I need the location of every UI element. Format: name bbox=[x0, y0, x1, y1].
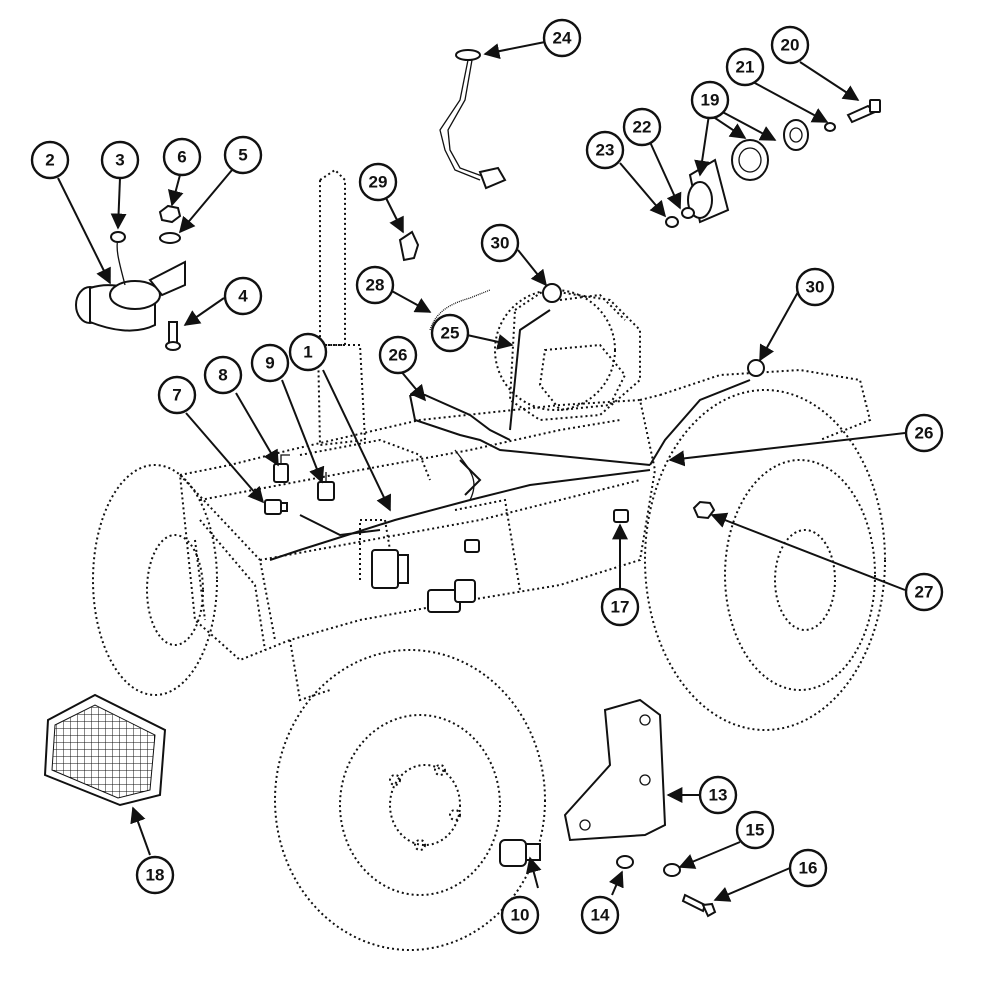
callout-30-right: 30 bbox=[795, 267, 835, 307]
work-lamp bbox=[43, 693, 167, 807]
callout-4: 4 bbox=[223, 276, 263, 316]
relay-block bbox=[371, 549, 409, 589]
callout-24: 24 bbox=[542, 18, 582, 58]
callout-14: 14 bbox=[580, 895, 620, 935]
nut-27 bbox=[692, 500, 716, 520]
svg-text:6: 6 bbox=[177, 148, 186, 167]
svg-text:13: 13 bbox=[709, 786, 728, 805]
svg-text:9: 9 bbox=[265, 354, 274, 373]
svg-text:26: 26 bbox=[915, 424, 934, 443]
callout-29: 29 bbox=[358, 162, 398, 202]
callout-10: 10 bbox=[500, 895, 540, 935]
switch-8 bbox=[273, 454, 290, 483]
switch-10 bbox=[499, 839, 541, 867]
sender-17 bbox=[464, 509, 629, 553]
callout-15: 15 bbox=[735, 810, 775, 850]
svg-text:30: 30 bbox=[491, 234, 510, 253]
svg-text:28: 28 bbox=[366, 276, 385, 295]
callout-1: 1 bbox=[288, 332, 328, 372]
callout-27: 27 bbox=[904, 572, 944, 612]
bolt-16 bbox=[681, 893, 717, 918]
svg-text:23: 23 bbox=[596, 141, 615, 160]
lever-knob-1 bbox=[542, 283, 562, 303]
rear-left-wheel bbox=[92, 464, 218, 696]
svg-text:15: 15 bbox=[746, 821, 765, 840]
callout-21: 21 bbox=[725, 47, 765, 87]
svg-text:18: 18 bbox=[146, 866, 165, 885]
socket-assembly bbox=[665, 99, 881, 228]
rear-right-wheel bbox=[644, 389, 886, 731]
switch-9 bbox=[317, 472, 335, 501]
svg-text:21: 21 bbox=[736, 58, 755, 77]
ring-terminal bbox=[110, 231, 126, 243]
washer-15 bbox=[663, 863, 681, 877]
callout-13: 13 bbox=[698, 775, 738, 815]
svg-text:8: 8 bbox=[218, 366, 227, 385]
callout-22: 22 bbox=[622, 107, 662, 147]
hex-nut bbox=[158, 204, 182, 224]
callout-6: 6 bbox=[162, 137, 202, 177]
callout-30-left: 30 bbox=[480, 223, 520, 263]
callout-25: 25 bbox=[430, 313, 470, 353]
callout-19: 19 bbox=[690, 80, 730, 120]
svg-text:24: 24 bbox=[553, 29, 572, 48]
callout-23: 23 bbox=[585, 130, 625, 170]
callout-17: 17 bbox=[600, 587, 640, 627]
callout-5: 5 bbox=[223, 135, 263, 175]
callouts: 1 2 3 4 5 6 7 8 9 10 13 14 15 16 17 18 1… bbox=[30, 18, 944, 935]
svg-text:22: 22 bbox=[633, 118, 652, 137]
leader-lines bbox=[57, 41, 906, 902]
front-right-wheel bbox=[494, 289, 616, 411]
fuel-sender bbox=[439, 49, 507, 190]
exhaust-stack bbox=[316, 168, 367, 447]
svg-text:29: 29 bbox=[369, 173, 388, 192]
horn bbox=[75, 237, 186, 332]
mounting-bracket bbox=[563, 698, 667, 842]
callout-2: 2 bbox=[30, 140, 70, 180]
callout-20: 20 bbox=[770, 25, 810, 65]
callout-9: 9 bbox=[250, 343, 290, 383]
callout-26-left: 26 bbox=[378, 335, 418, 375]
callout-28: 28 bbox=[355, 265, 395, 305]
svg-text:27: 27 bbox=[915, 583, 934, 602]
callout-8: 8 bbox=[203, 355, 243, 395]
spring-sleeve bbox=[429, 289, 491, 331]
seat-area bbox=[508, 288, 641, 422]
flasher-unit bbox=[427, 579, 476, 613]
svg-text:1: 1 bbox=[303, 343, 312, 362]
svg-text:30: 30 bbox=[806, 278, 825, 297]
svg-text:20: 20 bbox=[781, 36, 800, 55]
callout-7: 7 bbox=[157, 375, 197, 415]
svg-text:16: 16 bbox=[799, 859, 818, 878]
callout-3: 3 bbox=[100, 140, 140, 180]
svg-text:5: 5 bbox=[238, 146, 247, 165]
svg-text:17: 17 bbox=[611, 598, 630, 617]
washer-14 bbox=[616, 855, 634, 869]
tractor-outline bbox=[92, 168, 886, 951]
callout-18: 18 bbox=[135, 855, 175, 895]
svg-text:4: 4 bbox=[238, 287, 248, 306]
horn-bolt bbox=[165, 321, 181, 351]
svg-text:25: 25 bbox=[441, 324, 460, 343]
lever-knob-2 bbox=[747, 359, 765, 377]
svg-text:2: 2 bbox=[45, 151, 54, 170]
cable-clip bbox=[398, 230, 420, 262]
callout-26-right: 26 bbox=[904, 413, 944, 453]
svg-text:26: 26 bbox=[389, 346, 408, 365]
svg-text:10: 10 bbox=[511, 906, 530, 925]
front-left-wheel bbox=[274, 649, 546, 951]
svg-text:7: 7 bbox=[172, 386, 181, 405]
callout-16: 16 bbox=[788, 848, 828, 888]
svg-text:19: 19 bbox=[701, 91, 720, 110]
washer bbox=[159, 232, 181, 244]
switch-7 bbox=[264, 499, 288, 515]
svg-text:3: 3 bbox=[115, 151, 124, 170]
wiring-harness bbox=[269, 309, 751, 561]
svg-text:14: 14 bbox=[591, 906, 610, 925]
